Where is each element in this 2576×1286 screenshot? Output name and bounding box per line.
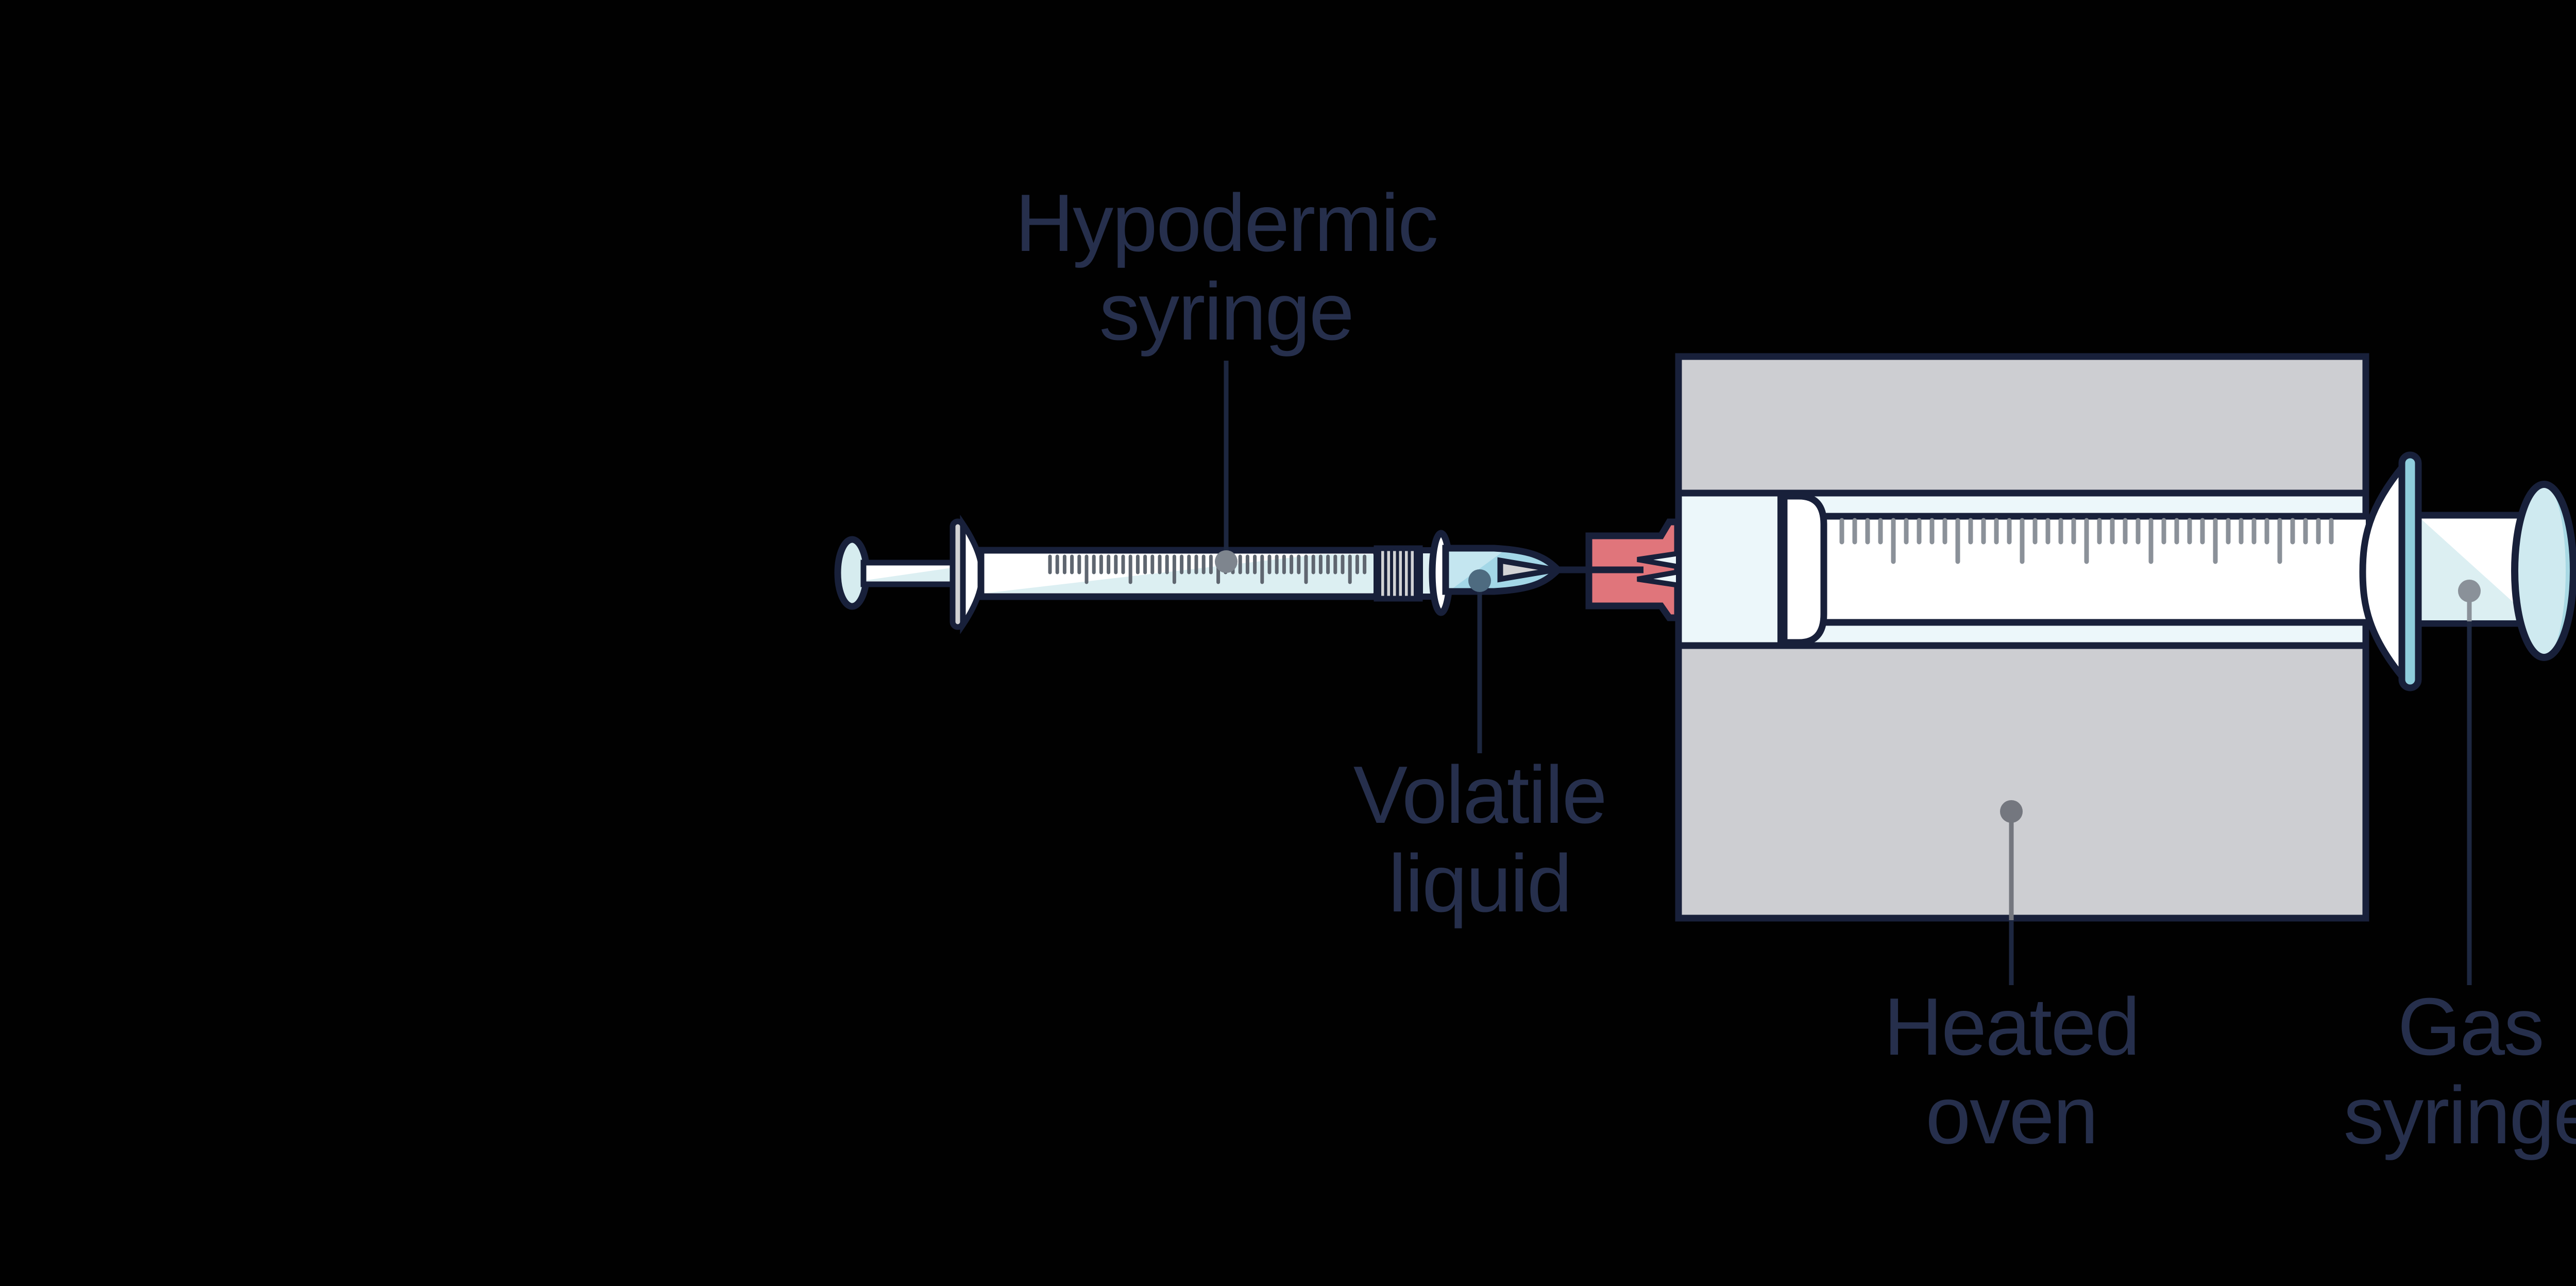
dot-gas [2458,580,2481,602]
label-hypodermic-line2: syringe [1099,266,1354,357]
label-volatile-liquid: Volatile liquid [1353,750,1607,929]
hypo-nozzle-outline [1442,545,1563,595]
gas-plunger-rod-shading [2421,519,2533,620]
needle-wedge [1497,557,1555,583]
label-gas-syringe: Gas syringe [2344,983,2576,1160]
label-volatile-line2: liquid [1388,838,1572,929]
label-hypodermic-line1: Hypodermic [1015,178,1438,268]
gas-syringe [1777,451,2576,691]
gas-plunger-cap [2515,484,2573,657]
label-heated-oven: Heated oven [1884,982,2140,1161]
gas-barrel-interior [1824,516,2366,622]
hypo-plunger-rod-shading [867,568,952,581]
gas-barrel-flange-lens [2359,456,2406,687]
hypodermic-syringe [834,514,1643,635]
label-gas-line1: Gas [2397,982,2545,1072]
gas-syringe-scale [1839,518,2334,564]
label-heated-line1: Heated [1884,982,2140,1072]
gas-plunger-cap-outline [2511,481,2576,661]
dot-volatile [1468,569,1491,592]
label-hypodermic-syringe: Hypodermic syringe [1015,178,1438,357]
label-heated-line2: oven [1925,1070,2098,1161]
dot-oven [2000,800,2023,823]
gas-barrel-flange-bar [2398,451,2422,691]
label-volatile-line1: Volatile [1353,750,1607,840]
hypo-thread-ribs [1378,548,1417,599]
gas-piston-seal [1781,493,1827,646]
septum-slit-upper [1637,550,1681,570]
label-gas-line2: syringe [2343,1070,2576,1161]
leader-lines [1215,361,2481,985]
septum-slit-lower [1637,569,1681,588]
dot-hypodermic [1215,550,1238,573]
